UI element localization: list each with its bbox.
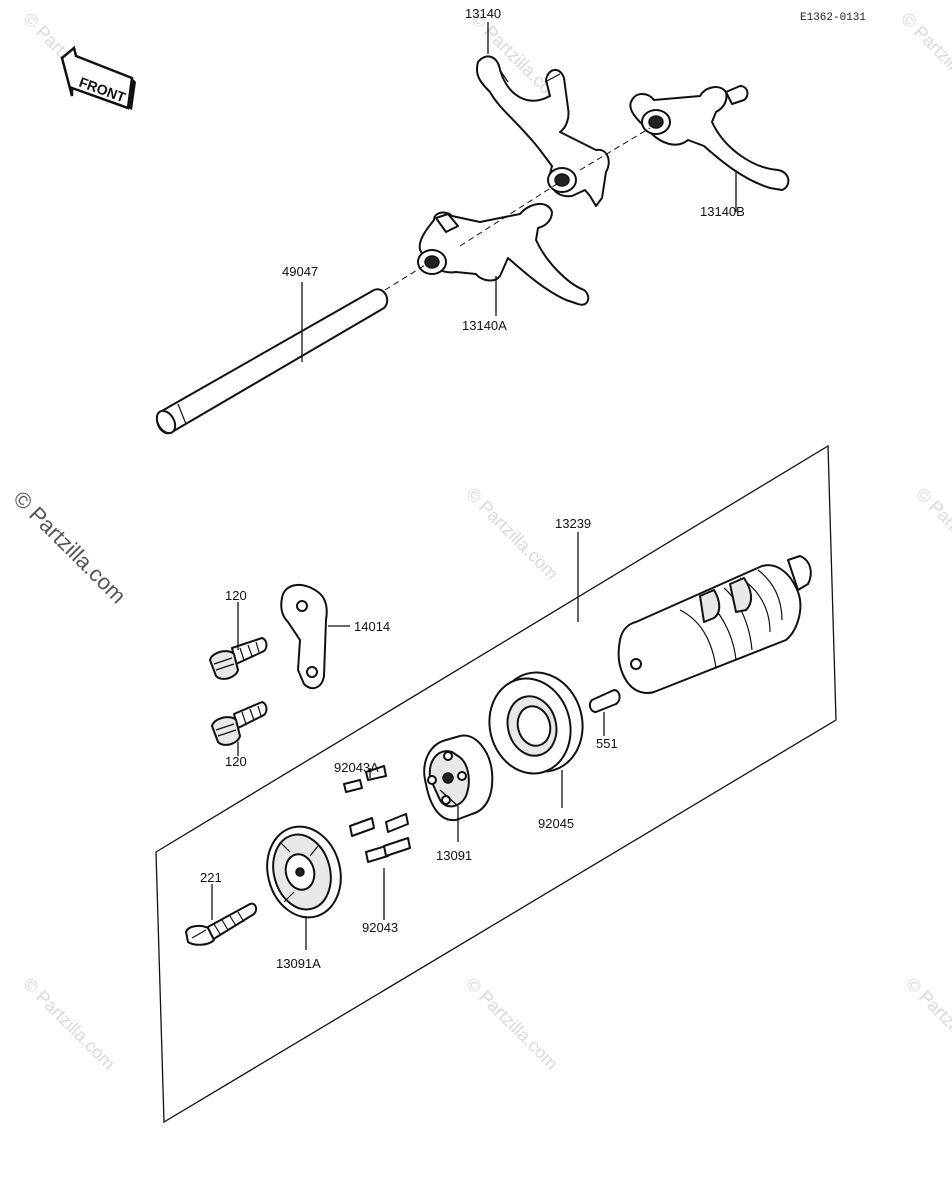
part-label: 13140B — [700, 204, 745, 219]
diagram-code: E1362-0131 — [800, 12, 866, 24]
part-label: 13091 — [436, 848, 472, 863]
assembly-frame — [155, 444, 837, 1124]
part-label: 120 — [225, 754, 247, 769]
pins-92043a — [343, 765, 411, 863]
watermark-main: © Partzilla.com — [8, 486, 131, 609]
bolt-120-lower — [211, 701, 268, 746]
watermark: © Partzilla.com — [902, 974, 952, 1074]
watermark: © Partzilla.com — [19, 974, 119, 1074]
cam-plate-13091a — [266, 825, 342, 919]
part-label: 120 — [225, 588, 247, 603]
part-label: 13091A — [276, 956, 321, 971]
plate-14014 — [280, 583, 328, 690]
bolt-120-upper — [209, 637, 268, 680]
shift-shaft-49047 — [155, 288, 389, 435]
screw-221 — [185, 902, 258, 946]
part-label: 13140A — [462, 318, 507, 333]
part-label: 92043A — [334, 760, 379, 775]
shift-drum-13239 — [617, 555, 812, 694]
watermark: © Partzilla.com — [897, 9, 952, 109]
watermark: © Partzilla.com — [462, 974, 562, 1074]
shift-fork-13140 — [476, 55, 610, 207]
part-label: 92043 — [362, 920, 398, 935]
pin-551 — [588, 689, 621, 713]
part-label: 221 — [200, 870, 222, 885]
part-label: 13140 — [465, 6, 501, 21]
part-label: 551 — [596, 736, 618, 751]
watermark: © Partzilla.com — [912, 484, 952, 584]
part-label: 49047 — [282, 264, 318, 279]
bearing-92045 — [488, 671, 584, 775]
shift-fork-13140b — [629, 85, 790, 191]
part-label: 92045 — [538, 816, 574, 831]
watermark: © Partzilla.com — [462, 484, 562, 584]
watermark-layer: © Partzilla.com © Partzilla.com © Partzi… — [8, 9, 952, 1074]
part-label: 14014 — [354, 619, 390, 634]
shift-cam-13091 — [423, 734, 494, 822]
shift-fork-13140a — [417, 203, 590, 306]
leader-lines — [211, 22, 737, 950]
part-label: 13239 — [555, 516, 591, 531]
